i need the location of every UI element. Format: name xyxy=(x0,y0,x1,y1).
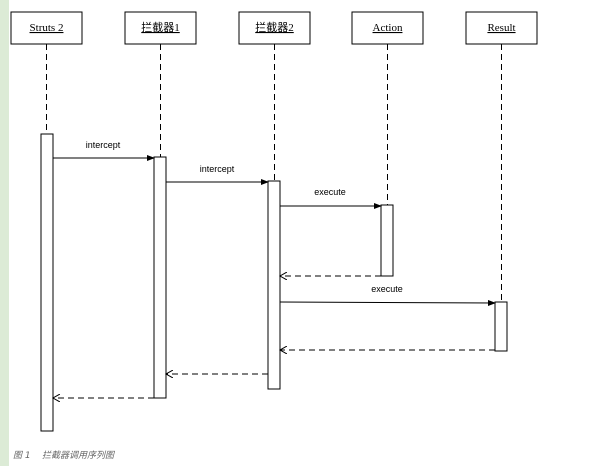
activation-struts2 xyxy=(40,133,54,432)
participant-label: Action xyxy=(373,22,403,34)
message-label: intercept xyxy=(86,140,121,150)
participant-interceptor1: 拦截器1 xyxy=(124,11,197,157)
participant-interceptor2: 拦截器2 xyxy=(238,11,311,181)
participant-label: 拦截器2 xyxy=(255,20,294,34)
figure-caption: 图 1 拦截器调用序列图 xyxy=(13,448,114,461)
message-intercept-2: intercept xyxy=(166,164,269,185)
participant-label: Struts 2 xyxy=(30,22,64,34)
message-execute-action: execute xyxy=(280,187,382,209)
page-left-strip xyxy=(0,0,9,466)
figure-number: 图 1 xyxy=(13,451,31,461)
message-arrow xyxy=(279,299,496,306)
participant-label: Result xyxy=(487,22,515,34)
participant-result: Result xyxy=(465,11,538,302)
participant-label: 拦截器1 xyxy=(141,20,180,34)
message-label: execute xyxy=(314,187,346,197)
activation-interceptor2 xyxy=(267,180,281,390)
figure-title: 拦截器调用序列图 xyxy=(42,451,115,461)
message-label: intercept xyxy=(200,164,235,174)
activation-interceptor1 xyxy=(153,156,167,399)
participant-action: Action xyxy=(351,11,424,205)
activation-result xyxy=(494,301,508,352)
participant-box xyxy=(351,11,424,45)
participant-box xyxy=(238,11,311,45)
participant-box xyxy=(124,11,197,45)
message-intercept-1: intercept xyxy=(53,140,155,161)
activation-action xyxy=(380,204,394,277)
message-label: execute xyxy=(371,284,403,294)
message-execute-result: execute xyxy=(279,284,496,306)
participant-struts2: Struts 2 xyxy=(10,11,83,134)
